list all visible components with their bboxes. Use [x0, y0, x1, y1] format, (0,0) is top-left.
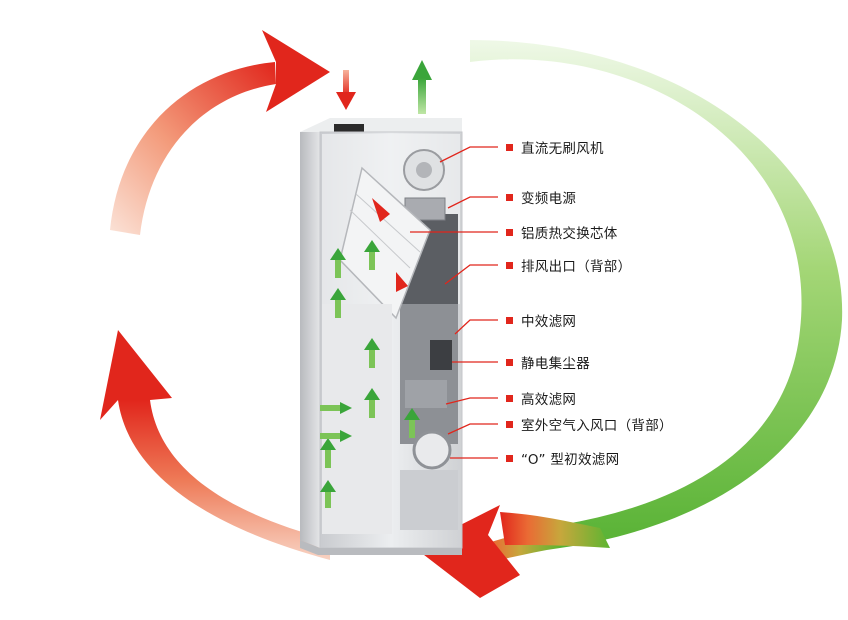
callout-bullet [506, 144, 513, 151]
callout-label: 室外空气入风口（背部） [521, 414, 673, 434]
callout-label: 变频电源 [521, 187, 576, 207]
callout-bullet [506, 229, 513, 236]
callout-bullet [506, 421, 513, 428]
callout-bullet [506, 194, 513, 201]
callout-exhaust-outlet: 排风出口（背部） [506, 255, 631, 275]
callout-dc-brushless-fan: 直流无刷风机 [506, 137, 604, 157]
callout-outdoor-air-inlet: 室外空气入风口（背部） [506, 414, 673, 434]
exhaust-arc-left [118, 400, 330, 560]
callout-bullet [506, 359, 513, 366]
callout-label: 直流无刷风机 [521, 137, 604, 157]
callout-bullet [506, 395, 513, 402]
callout-bullet [506, 455, 513, 462]
airflow-loop-arrows [100, 30, 842, 598]
fresh-air-arc [470, 40, 842, 548]
callout-o-type-filter: “O” 型初效滤网 [506, 448, 619, 468]
exhaust-arc-top [110, 62, 276, 235]
callout-label: 中效滤网 [521, 310, 576, 330]
callout-electrostatic-collector: 静电集尘器 [506, 352, 590, 372]
electrostatic-collector [430, 340, 452, 370]
callout-medium-filter: 中效滤网 [506, 310, 576, 330]
callout-label: 排风出口（背部） [521, 255, 631, 275]
supply-up-arrow [412, 60, 432, 114]
callout-label: 静电集尘器 [521, 352, 590, 372]
intake-arrow [336, 70, 356, 110]
callout-label: 铝质热交换芯体 [521, 222, 618, 242]
callout-label: “O” 型初效滤网 [521, 448, 619, 468]
callout-high-efficiency-filter: 高效滤网 [506, 388, 576, 408]
callout-bullet [506, 262, 513, 269]
callout-heat-exchanger-core: 铝质热交换芯体 [506, 222, 618, 242]
callout-bullet [506, 317, 513, 324]
callout-label: 高效滤网 [521, 388, 576, 408]
o-type-filter [414, 432, 450, 468]
high-efficiency-filter [405, 380, 447, 408]
callout-inverter-power-supply: 变频电源 [506, 187, 576, 207]
